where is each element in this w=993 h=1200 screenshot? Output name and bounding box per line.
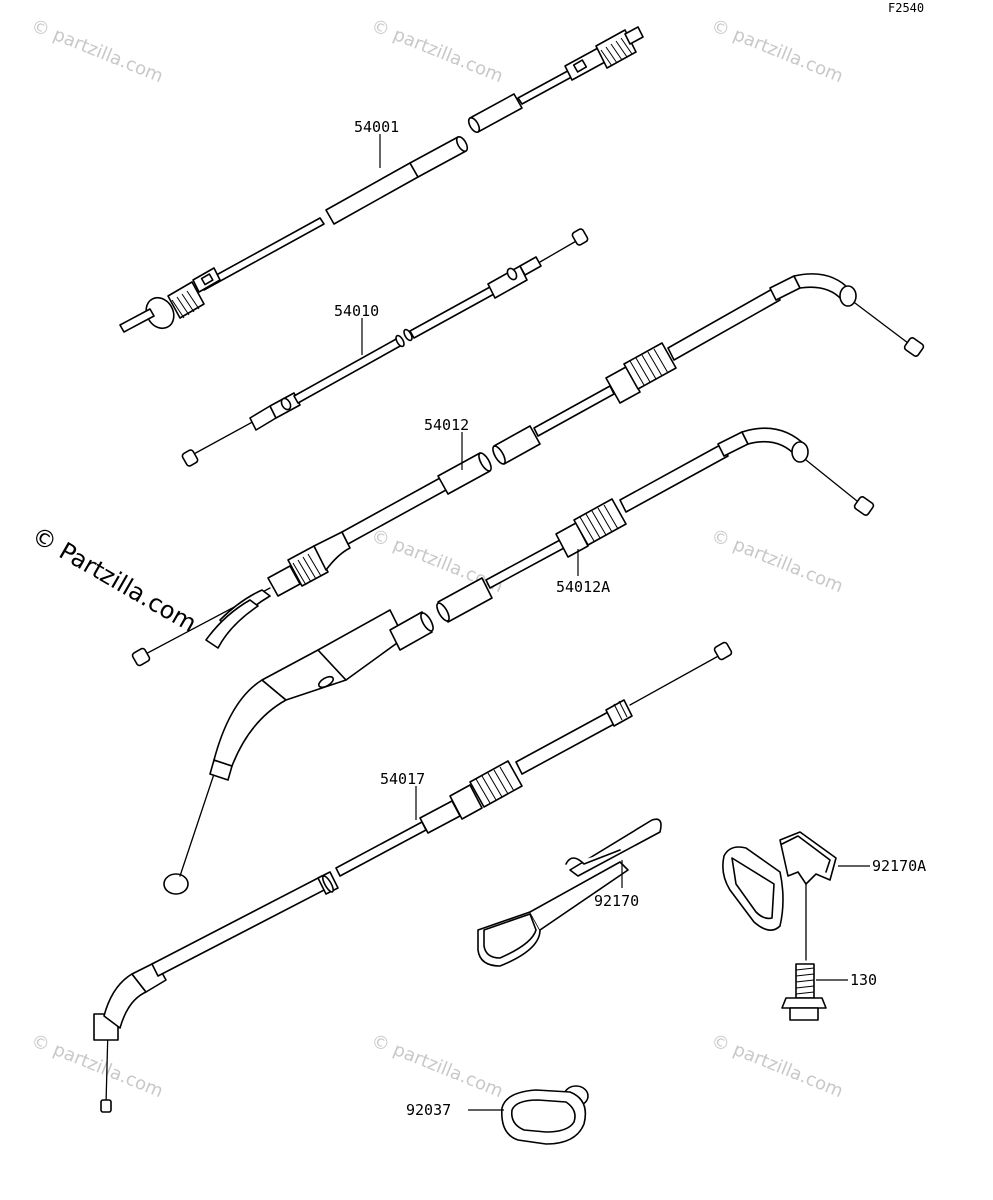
- part-54012-cable[interactable]: [131, 273, 925, 667]
- watermark-dark: © Partzilla.com: [27, 521, 201, 638]
- watermark: © partzilla.com: [368, 1030, 506, 1102]
- watermark: © partzilla.com: [708, 525, 846, 597]
- watermark: © partzilla.com: [28, 1030, 166, 1102]
- watermark: © partzilla.com: [708, 1030, 846, 1102]
- part-label-130[interactable]: 130: [850, 971, 877, 989]
- part-label-92170[interactable]: 92170: [594, 892, 639, 910]
- part-label-54012A[interactable]: 54012A: [556, 578, 610, 596]
- part-92170-clamp[interactable]: [477, 818, 662, 967]
- part-54012A-cable[interactable]: [163, 427, 875, 895]
- part-54001-cable[interactable]: [119, 26, 644, 333]
- part-label-92037[interactable]: 92037: [406, 1101, 451, 1119]
- watermark: © partzilla.com: [28, 15, 166, 87]
- part-label-54012[interactable]: 54012: [424, 416, 469, 434]
- watermark: © partzilla.com: [368, 15, 506, 87]
- part-label-54001[interactable]: 54001: [354, 118, 399, 136]
- part-label-54017[interactable]: 54017: [380, 770, 425, 788]
- watermark: © partzilla.com: [708, 15, 846, 87]
- part-130-bolt[interactable]: [781, 963, 827, 1021]
- diagram-code: F2540: [888, 1, 924, 15]
- part-92170A-clamp[interactable]: [722, 831, 837, 961]
- part-label-54010[interactable]: 54010: [334, 302, 379, 320]
- part-92037-grommet[interactable]: [501, 1085, 589, 1145]
- watermark-layer: © partzilla.com © partzilla.com © partzi…: [28, 15, 846, 1102]
- part-54010-cable[interactable]: [181, 228, 589, 467]
- part-54017-cable[interactable]: [93, 641, 733, 1113]
- part-label-92170A[interactable]: 92170A: [872, 857, 926, 875]
